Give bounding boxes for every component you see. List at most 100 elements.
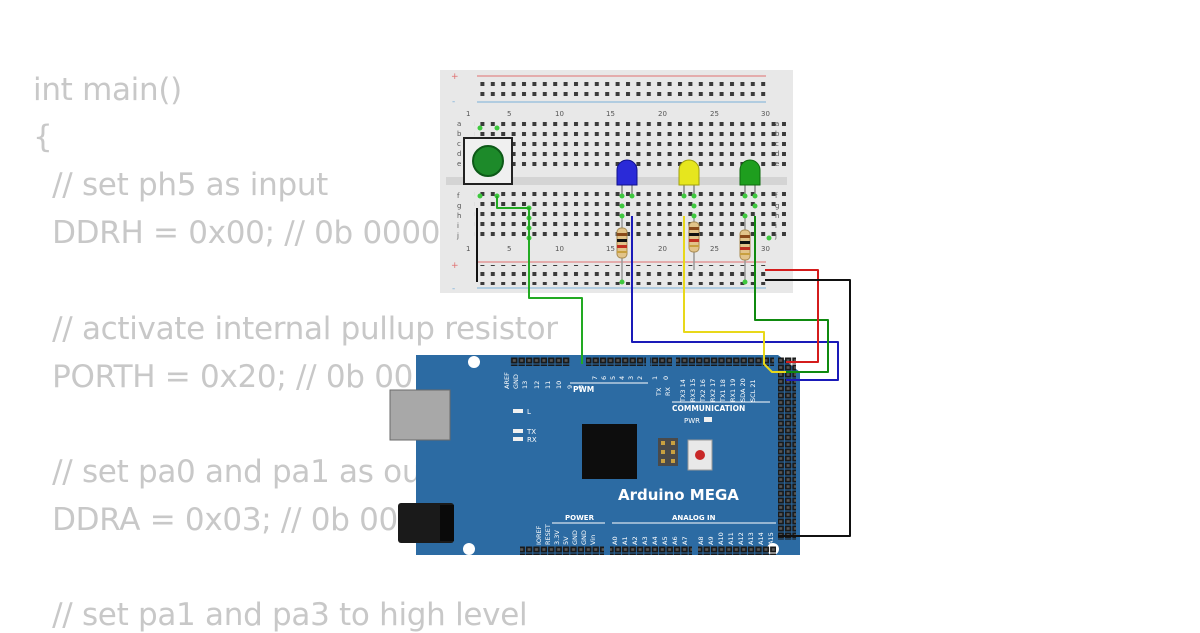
- header-top-left: [510, 357, 570, 366]
- pin-label-tx1: TX1 18: [719, 379, 727, 403]
- row-c-left: c: [457, 140, 461, 148]
- led-green: [739, 159, 761, 199]
- row-b-left: b: [457, 130, 462, 138]
- row-j-left: j: [456, 232, 459, 240]
- resistor-body: [739, 229, 751, 261]
- button-pin-marker: [494, 125, 500, 131]
- pin-label-7: 7: [591, 376, 599, 380]
- pin-label-a3: A3: [641, 536, 649, 545]
- pin-label-10: 10: [555, 381, 563, 389]
- row-a-left: a: [457, 120, 461, 128]
- code-line: // set pa1 and pa3 to high level: [33, 597, 528, 633]
- pin-label-tx3: TX3 14: [679, 379, 687, 403]
- pin-label-tx2: TX2 16: [699, 379, 707, 403]
- pin-label-ioref: IOREF: [535, 525, 543, 545]
- col-num-1-bottom: 1: [466, 245, 470, 253]
- row-f-left: f: [457, 192, 460, 200]
- pin-label-rx: RX: [664, 386, 672, 396]
- led-l-indicator: [513, 409, 523, 413]
- header-digital-double: [778, 357, 796, 540]
- col-num-30-top: 30: [761, 110, 770, 118]
- code-line: {: [33, 119, 53, 155]
- pin-label-a15: A15: [767, 532, 775, 545]
- top-minus-sign: -: [452, 97, 455, 107]
- pin-label-a9: A9: [707, 536, 715, 545]
- pin-label-12: 12: [533, 381, 541, 389]
- microcontroller-chip: [582, 424, 637, 479]
- pin-label-rx1: RX1 19: [729, 379, 737, 402]
- pin-label-2: 2: [636, 376, 644, 380]
- pin-label-a0: A0: [611, 536, 619, 545]
- pin-label-rx2: RX2 17: [709, 379, 717, 402]
- pin-label-a8: A8: [697, 536, 705, 545]
- pin-label-a6: A6: [671, 536, 679, 545]
- pin-label-a2: A2: [631, 536, 639, 545]
- push-button-cap: [472, 145, 504, 177]
- pin-label-reset: RESET: [544, 524, 552, 545]
- row-e-left: e: [457, 160, 461, 168]
- header-power: [520, 546, 604, 555]
- arduino-board: AREF GND 13 12 11 10 9 8 7 6 5 4 3 2 1 0…: [389, 355, 800, 555]
- led-green-dome: [739, 159, 761, 186]
- led-pin-marker: [681, 193, 687, 199]
- row-h-left: h: [457, 212, 461, 220]
- led-yellow: [678, 159, 700, 199]
- led-pin-marker: [619, 193, 625, 199]
- pin-label-5: 5: [609, 376, 617, 380]
- col-num-5-top: 5: [507, 110, 511, 118]
- row-a-right: a: [775, 120, 779, 128]
- push-button: [463, 125, 513, 199]
- row-d-right: d: [775, 150, 779, 158]
- row-g-left: g: [457, 202, 461, 210]
- top-rail-holes: [476, 79, 770, 99]
- resistor-3: [739, 213, 751, 285]
- col-num-20-top: 20: [658, 110, 667, 118]
- pin-label-a13: A13: [747, 532, 755, 545]
- pin-label-a1: A1: [621, 536, 629, 545]
- row-f-right: f: [775, 192, 778, 200]
- pwr-label: PWR: [684, 417, 700, 425]
- resistor-body: [688, 221, 700, 253]
- bottom-plus-sign: +: [451, 261, 459, 271]
- pin-label-8: 8: [577, 385, 585, 389]
- pin-label-5v: 5V: [562, 536, 570, 545]
- resistor-body: [616, 227, 628, 259]
- button-pin-marker: [477, 125, 483, 131]
- pin-label-scl: SCL 21: [749, 379, 757, 402]
- pin-label-a5: A5: [661, 536, 669, 545]
- wire-red-power: [765, 269, 819, 363]
- pin-label-4: 4: [618, 376, 626, 380]
- pin-label-6: 6: [600, 376, 608, 380]
- row-g-right: g: [775, 202, 779, 210]
- led-yellow-dome: [678, 159, 700, 186]
- pin-label-a10: A10: [717, 532, 725, 545]
- wire-blue-led: [631, 216, 839, 381]
- mounting-hole: [463, 543, 475, 555]
- pin-label-a11: A11: [727, 532, 735, 545]
- bottom-terminal-holes: [474, 190, 786, 240]
- pin-label-13: 13: [521, 381, 529, 389]
- pin-label-a7: A7: [681, 536, 689, 545]
- wire-green-led: [754, 216, 829, 373]
- top-plus-sign: +: [451, 72, 459, 82]
- reset-button-cap: [695, 450, 705, 460]
- header-top-txrx: [650, 357, 672, 366]
- header-analog-low: [610, 546, 692, 555]
- led-pin-marker: [742, 193, 748, 199]
- wire-green-button: [496, 196, 583, 364]
- col-num-15-bottom: 15: [606, 245, 615, 253]
- led-blue: [616, 159, 638, 199]
- wires: [476, 196, 851, 537]
- row-j-right: j: [774, 232, 777, 240]
- mounting-hole: [468, 356, 480, 368]
- col-num-5-bottom: 5: [507, 245, 511, 253]
- led-pin-marker: [629, 193, 635, 199]
- pin-label-3v3: 3.3V: [553, 530, 561, 545]
- col-num-10-bottom: 10: [555, 245, 564, 253]
- led-rx-indicator: [513, 437, 523, 441]
- col-num-1-top: 1: [466, 110, 470, 118]
- col-num-20-bottom: 20: [658, 245, 667, 253]
- pin-label-sda: SDA 20: [739, 378, 747, 402]
